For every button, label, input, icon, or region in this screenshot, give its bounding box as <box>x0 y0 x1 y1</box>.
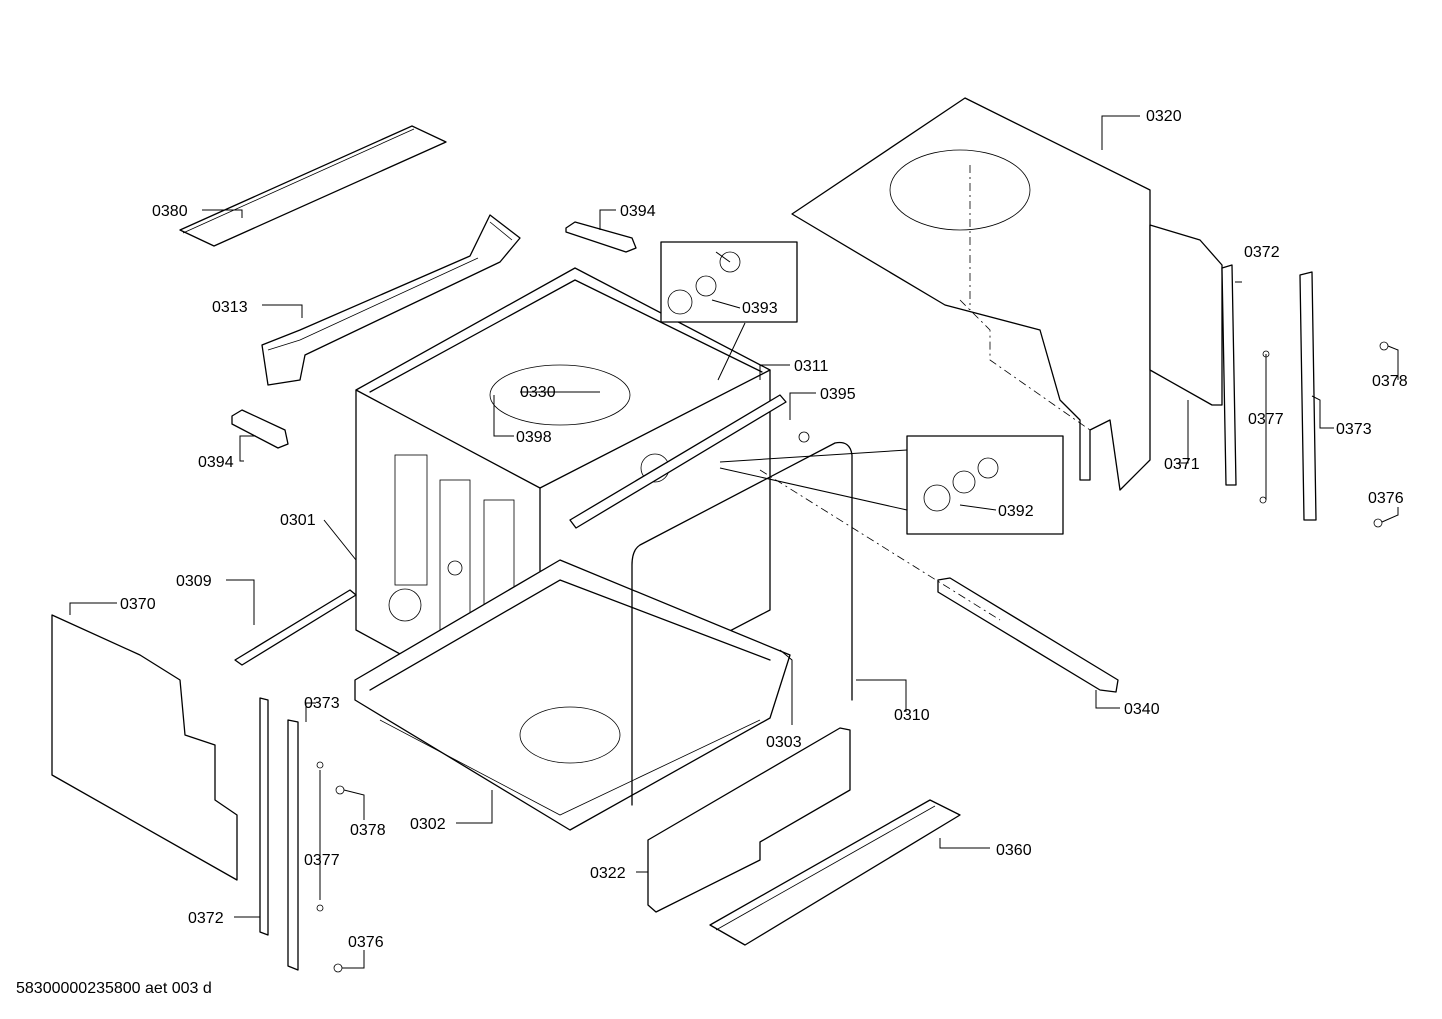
callout-0311: 0311 <box>794 358 829 375</box>
callout-0393: 0393 <box>742 300 778 317</box>
callout-0302: 0302 <box>410 816 446 833</box>
part-0394-bracket-top <box>565 221 637 253</box>
part-0372-strip-right <box>1221 264 1237 486</box>
part-0371-rear-panel <box>1149 224 1223 406</box>
part-0302-base <box>354 559 791 831</box>
part-0311-seal <box>569 394 787 529</box>
callout-0301: 0301 <box>280 512 316 529</box>
callout-0309: 0309 <box>176 573 212 590</box>
part-0373-strip-left <box>287 719 299 971</box>
callout-0394-left: 0394 <box>198 454 234 471</box>
callout-0373-left: 0373 <box>304 695 340 712</box>
detail-box-0393 <box>660 241 798 323</box>
callout-0376-right: 0376 <box>1368 490 1404 507</box>
callout-0303: 0303 <box>766 734 802 751</box>
callout-0372-left: 0372 <box>188 910 224 927</box>
part-0340-rail <box>937 577 1119 693</box>
part-0394-bracket-left <box>231 409 289 449</box>
callout-0371: 0371 <box>1164 456 1200 473</box>
callout-0360: 0360 <box>996 842 1032 859</box>
callout-labels: 0380 0313 0394 0394 0393 0330 0398 0311 … <box>120 108 1408 951</box>
callout-0372-right: 0372 <box>1244 244 1280 261</box>
document-id: 58300000235800 aet 003 d <box>16 980 212 997</box>
callout-0392: 0392 <box>998 503 1034 520</box>
callout-0398: 0398 <box>516 429 552 446</box>
part-0372-strip-left <box>259 697 269 936</box>
callout-0313: 0313 <box>212 299 248 316</box>
part-0320-insulation <box>791 97 1151 491</box>
screw-icon-group <box>316 341 1389 973</box>
callout-0320: 0320 <box>1146 108 1182 125</box>
part-0310-door-seal <box>631 441 853 806</box>
detail-box-0392 <box>906 435 1064 535</box>
callout-0310: 0310 <box>894 707 930 724</box>
callout-0377-right: 0377 <box>1248 411 1284 428</box>
callout-0394-top: 0394 <box>620 203 656 220</box>
callout-0378-right: 0378 <box>1372 373 1408 390</box>
callout-0377-left: 0377 <box>304 852 340 869</box>
callout-0370: 0370 <box>120 596 156 613</box>
part-0373-strip-right <box>1299 271 1317 521</box>
part-0360-base-cover <box>709 799 961 946</box>
callout-0373-right: 0373 <box>1336 421 1372 438</box>
callout-0330: 0330 <box>520 384 556 401</box>
callout-0395: 0395 <box>820 386 856 403</box>
callout-0322: 0322 <box>590 865 626 882</box>
callout-0378-left: 0378 <box>350 822 386 839</box>
callout-0340: 0340 <box>1124 701 1160 718</box>
part-0313-cross-brace <box>261 214 521 386</box>
part-0309-rail <box>234 589 357 666</box>
leader-lines <box>69 115 1399 969</box>
part-0322-kick-panel <box>647 727 851 913</box>
callout-0380: 0380 <box>152 203 188 220</box>
part-0370-side-panel <box>51 614 238 881</box>
callout-0376-left: 0376 <box>348 934 384 951</box>
part-0380-cover-strip <box>179 125 447 247</box>
